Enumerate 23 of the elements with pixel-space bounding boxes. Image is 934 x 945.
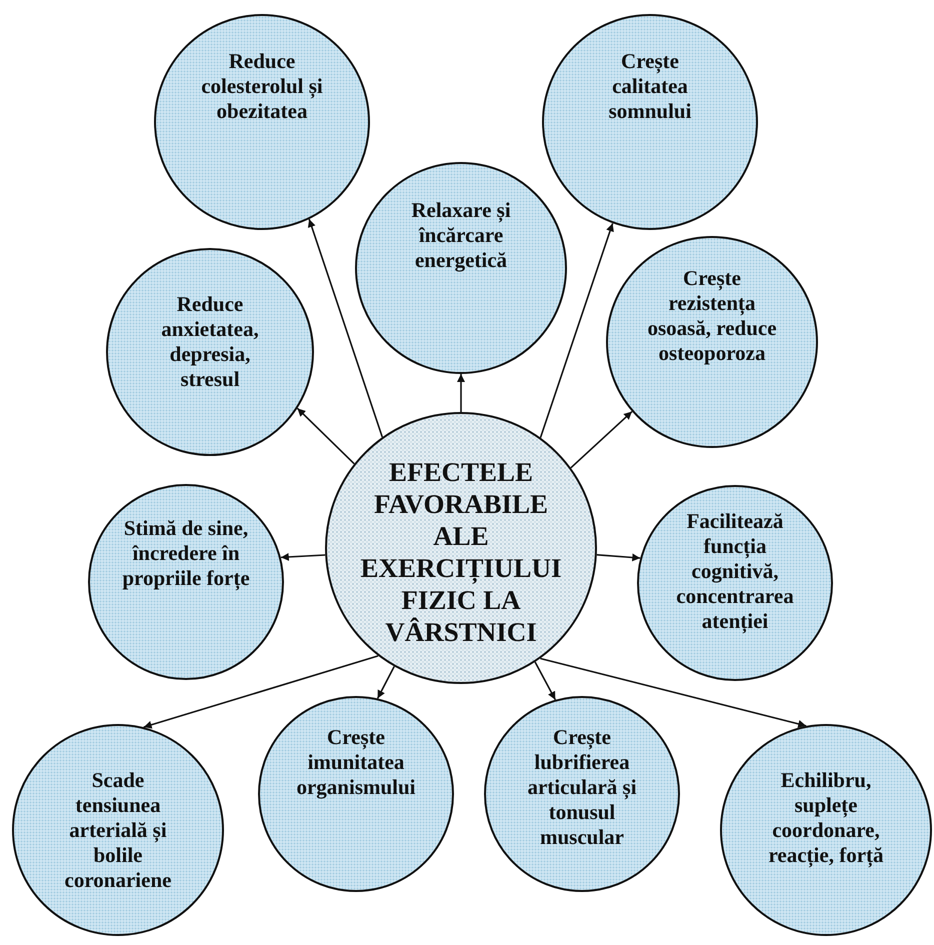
arrow [596, 553, 640, 562]
arrow [534, 662, 556, 700]
effect-label: Reduce anxietatea, depresia, stresul [160, 292, 260, 392]
effect-label: Echilibru, suplețe coordonare, reacție, forță [767, 768, 885, 868]
effect-label: Stimă de sine, încredere în propriile forțe [121, 516, 251, 591]
arrow [308, 218, 384, 438]
arrow [540, 223, 614, 438]
effect-label: Reduce colesterolul și obezitatea [200, 49, 324, 124]
effect-label: Crește rezistența osoasă, reduce osteoporoza [646, 266, 778, 366]
effect-label: Scade tensiunea arterială și bolile coronariene [64, 768, 172, 893]
effect-label: Facilitează funcția cognitivă, concentrarea atenției [675, 509, 795, 634]
arrow [280, 552, 326, 561]
arrow [540, 658, 806, 728]
effect-label: Crește imunitatea organismului [295, 725, 417, 800]
effect-label: Relaxare și încărcare energetică [410, 198, 512, 273]
arrow [296, 408, 355, 464]
arrow [376, 666, 395, 699]
central-title: EFECTELE FAVORABILE ALE EXERCIȚIULUI FIZIC LA VÂRSTNICI [359, 456, 563, 648]
effect-label: Crește lubrifierea articulară și tonusul muscular [526, 725, 638, 850]
arrow [457, 374, 465, 412]
effect-label: Crește calitatea somnului [608, 49, 692, 124]
arrow [570, 410, 633, 468]
arrow [143, 655, 378, 729]
